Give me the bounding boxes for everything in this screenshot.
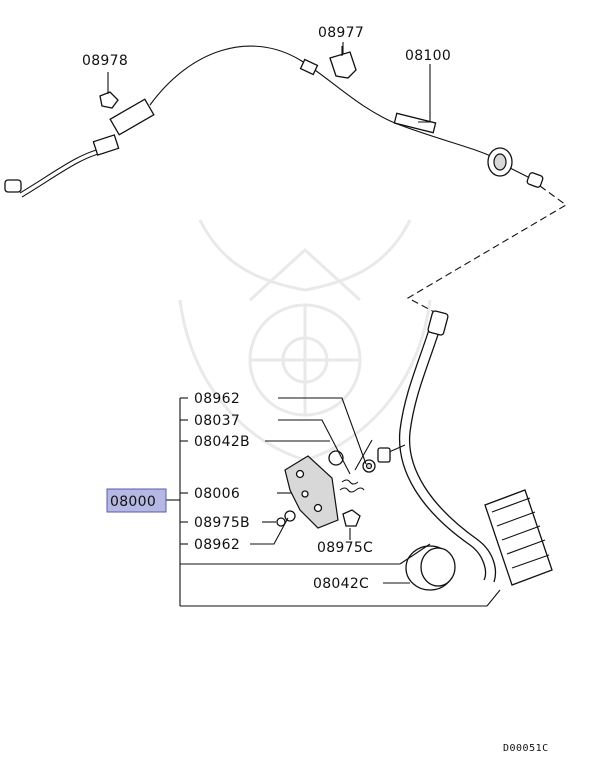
assembly-group-bracket — [179, 397, 501, 607]
nut-b — [284, 510, 296, 522]
bumper-b — [328, 450, 344, 466]
highlight-08000 — [106, 488, 167, 513]
callout-08042c[interactable]: 08042C — [313, 576, 369, 592]
callout-08962-top[interactable]: 08962 — [194, 391, 240, 407]
nut-c — [342, 509, 361, 527]
diagram-code: D00051C — [503, 743, 549, 754]
leader-lines — [107, 42, 431, 584]
callout-08100[interactable]: 08100 — [405, 48, 451, 64]
pedal-bracket — [284, 455, 339, 529]
callout-08037[interactable]: 08037 — [194, 413, 240, 429]
callout-08978[interactable]: 08978 — [82, 53, 128, 69]
bolt — [99, 91, 119, 109]
stopper-c — [405, 545, 456, 591]
callout-08000[interactable]: 08000 — [110, 494, 156, 510]
callout-08962-bottom[interactable]: 08962 — [194, 537, 240, 553]
callout-08977[interactable]: 08977 — [318, 25, 364, 41]
accelerator-cable — [4, 45, 544, 198]
callout-08975b[interactable]: 08975B — [194, 515, 250, 531]
pedal-pad — [484, 489, 553, 586]
cable-end-plug — [526, 172, 544, 188]
callout-08006[interactable]: 08006 — [194, 486, 240, 502]
return-spring — [339, 439, 373, 493]
accelerator-pedal-lever — [377, 310, 553, 586]
cable-end-fitting — [4, 179, 22, 193]
callout-08042b[interactable]: 08042B — [194, 434, 250, 450]
cable-clip — [329, 46, 357, 79]
bushing-bottom — [276, 517, 286, 527]
callout-08975c[interactable]: 08975C — [317, 540, 373, 556]
